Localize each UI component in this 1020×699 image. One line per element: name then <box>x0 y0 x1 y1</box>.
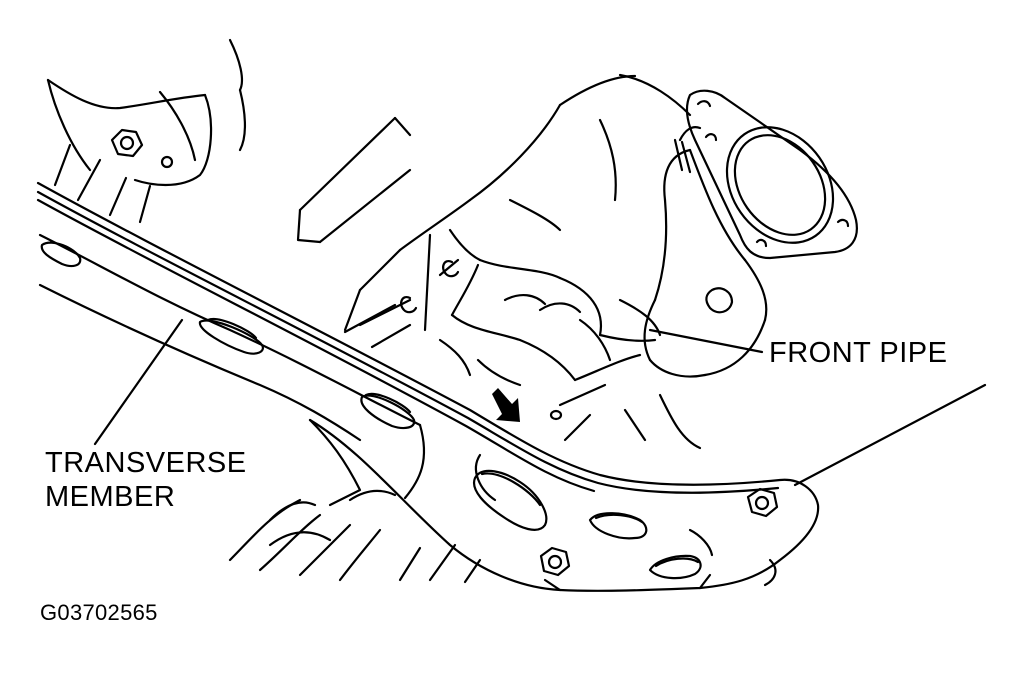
engine-block-outline <box>46 38 246 224</box>
transverse-label: TRANSVERSE <box>45 447 247 479</box>
figure-id: G03702565 <box>40 600 158 625</box>
transverse-member <box>36 181 987 592</box>
engine-underside <box>296 73 692 442</box>
block-bolt <box>110 128 174 169</box>
transverse-leader <box>93 318 184 446</box>
member-bolts <box>539 409 779 577</box>
front-pipe-label: FRONT PIPE <box>769 337 948 369</box>
pipe-flange <box>686 89 858 260</box>
arrow-indicator <box>492 388 520 422</box>
clip-marks <box>400 258 460 314</box>
leader-lines <box>93 318 764 446</box>
member-slots <box>40 241 714 580</box>
front-pipe-body <box>623 126 768 450</box>
front-pipe-leader <box>648 328 764 354</box>
member-label: MEMBER <box>45 481 176 513</box>
lower-components <box>228 489 482 584</box>
